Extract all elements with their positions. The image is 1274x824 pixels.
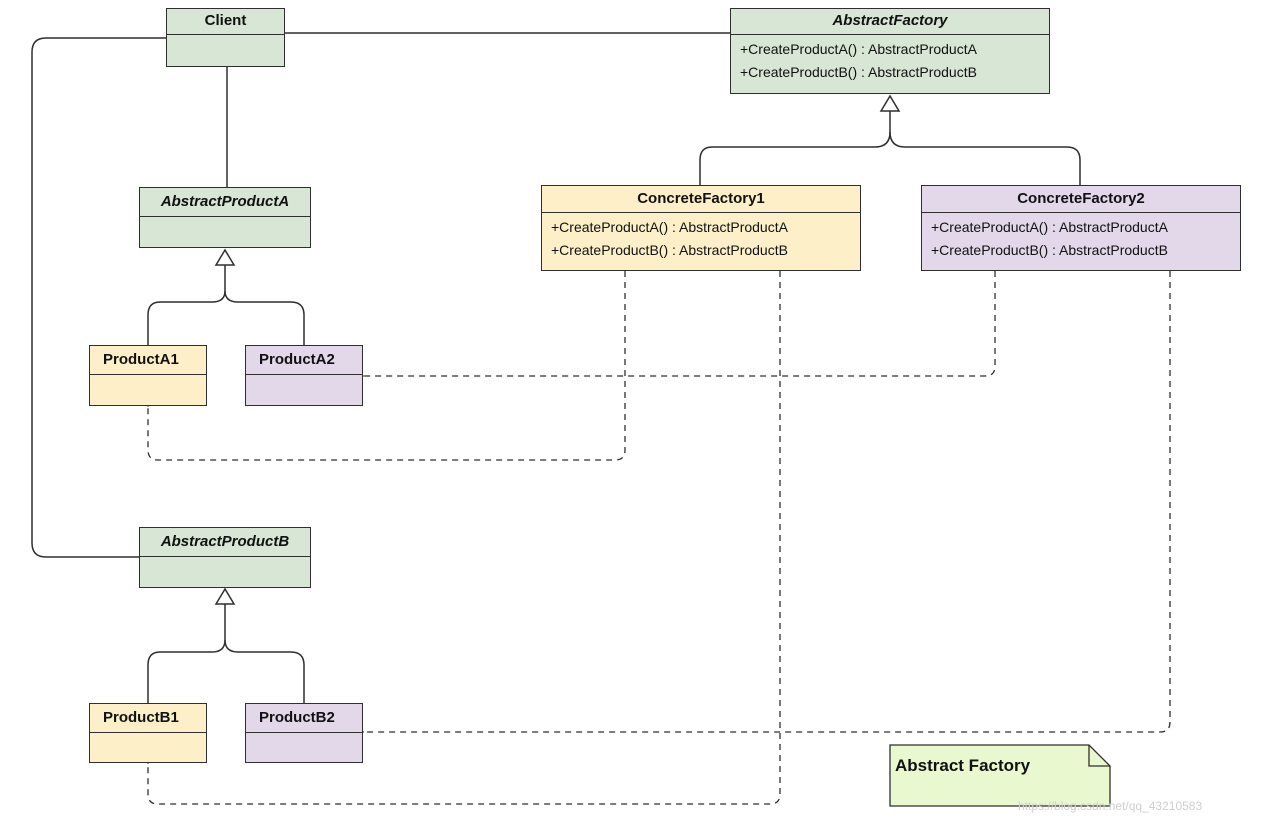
- concrete-factory-2-class: ConcreteFactory2 +CreateProductA() : Abs…: [921, 185, 1241, 271]
- product-b2-class-name: ProductB2: [246, 704, 362, 733]
- factory-generalization-stem: [699, 111, 891, 185]
- client-to-abstractproductb-association: [31, 37, 166, 558]
- note-label: Abstract Factory: [895, 756, 1031, 775]
- product-b1-class-name: ProductB1: [90, 704, 206, 733]
- note-shape: [889, 744, 1111, 807]
- product-b1-class: ProductB1: [89, 703, 207, 763]
- concrete-factory-2-operation-create-b: +CreateProductB() : AbstractProductB: [931, 241, 1168, 258]
- abstract-product-a-class-name: AbstractProductA: [140, 188, 310, 217]
- factory-generalization-branch-2: [889, 131, 1081, 185]
- abstract-factory-class: AbstractFactory +CreateProductA() : Abst…: [730, 8, 1050, 94]
- note-fold: [1088, 745, 1110, 767]
- abstract-factory-operation-create-b: +CreateProductB() : AbstractProductB: [740, 63, 977, 80]
- factory-generalization-triangle: [879, 94, 901, 112]
- product-a2-class: ProductA2: [245, 345, 363, 406]
- cf1-creates-producta1-dependency: [148, 271, 626, 461]
- client-class-name: Client: [167, 9, 284, 35]
- concrete-factory-2-class-name: ConcreteFactory2: [922, 186, 1240, 213]
- concrete-factory-1-class: ConcreteFactory1 +CreateProductA() : Abs…: [541, 185, 861, 271]
- productb-generalization-branch-2: [224, 639, 305, 705]
- abstract-factory-class-name: AbstractFactory: [731, 9, 1049, 35]
- productb-generalization-stem: [147, 604, 226, 705]
- cf2-creates-producta2-dependency: [363, 271, 996, 376]
- product-b2-class: ProductB2: [245, 703, 363, 763]
- abstract-factory-operation-create-a: +CreateProductA() : AbstractProductA: [740, 41, 977, 57]
- concrete-factory-2-operation-create-a: +CreateProductA() : AbstractProductA: [931, 219, 1168, 235]
- client-class: Client: [166, 8, 285, 67]
- watermark: https://blog.csdn.net/qq_43210583: [1018, 799, 1203, 813]
- producta-generalization-branch-2: [224, 290, 305, 345]
- concrete-factory-1-class-name: ConcreteFactory1: [542, 186, 860, 213]
- producta-generalization-triangle: [214, 248, 236, 266]
- productb-generalization-triangle: [214, 587, 236, 605]
- concrete-factory-1-operation-create-a: +CreateProductA() : AbstractProductA: [551, 219, 788, 235]
- abstract-product-b-class: AbstractProductB: [139, 527, 311, 588]
- product-a1-class-name: ProductA1: [90, 346, 206, 375]
- product-a1-class: ProductA1: [89, 345, 207, 406]
- cf2-creates-productb2-dependency: [363, 271, 1171, 732]
- producta-generalization-stem: [147, 265, 226, 345]
- abstract-product-b-class-name: AbstractProductB: [140, 528, 310, 557]
- product-a2-class-name: ProductA2: [246, 346, 362, 375]
- abstract-product-a-class: AbstractProductA: [139, 187, 311, 248]
- concrete-factory-1-operation-create-b: +CreateProductB() : AbstractProductB: [551, 241, 788, 258]
